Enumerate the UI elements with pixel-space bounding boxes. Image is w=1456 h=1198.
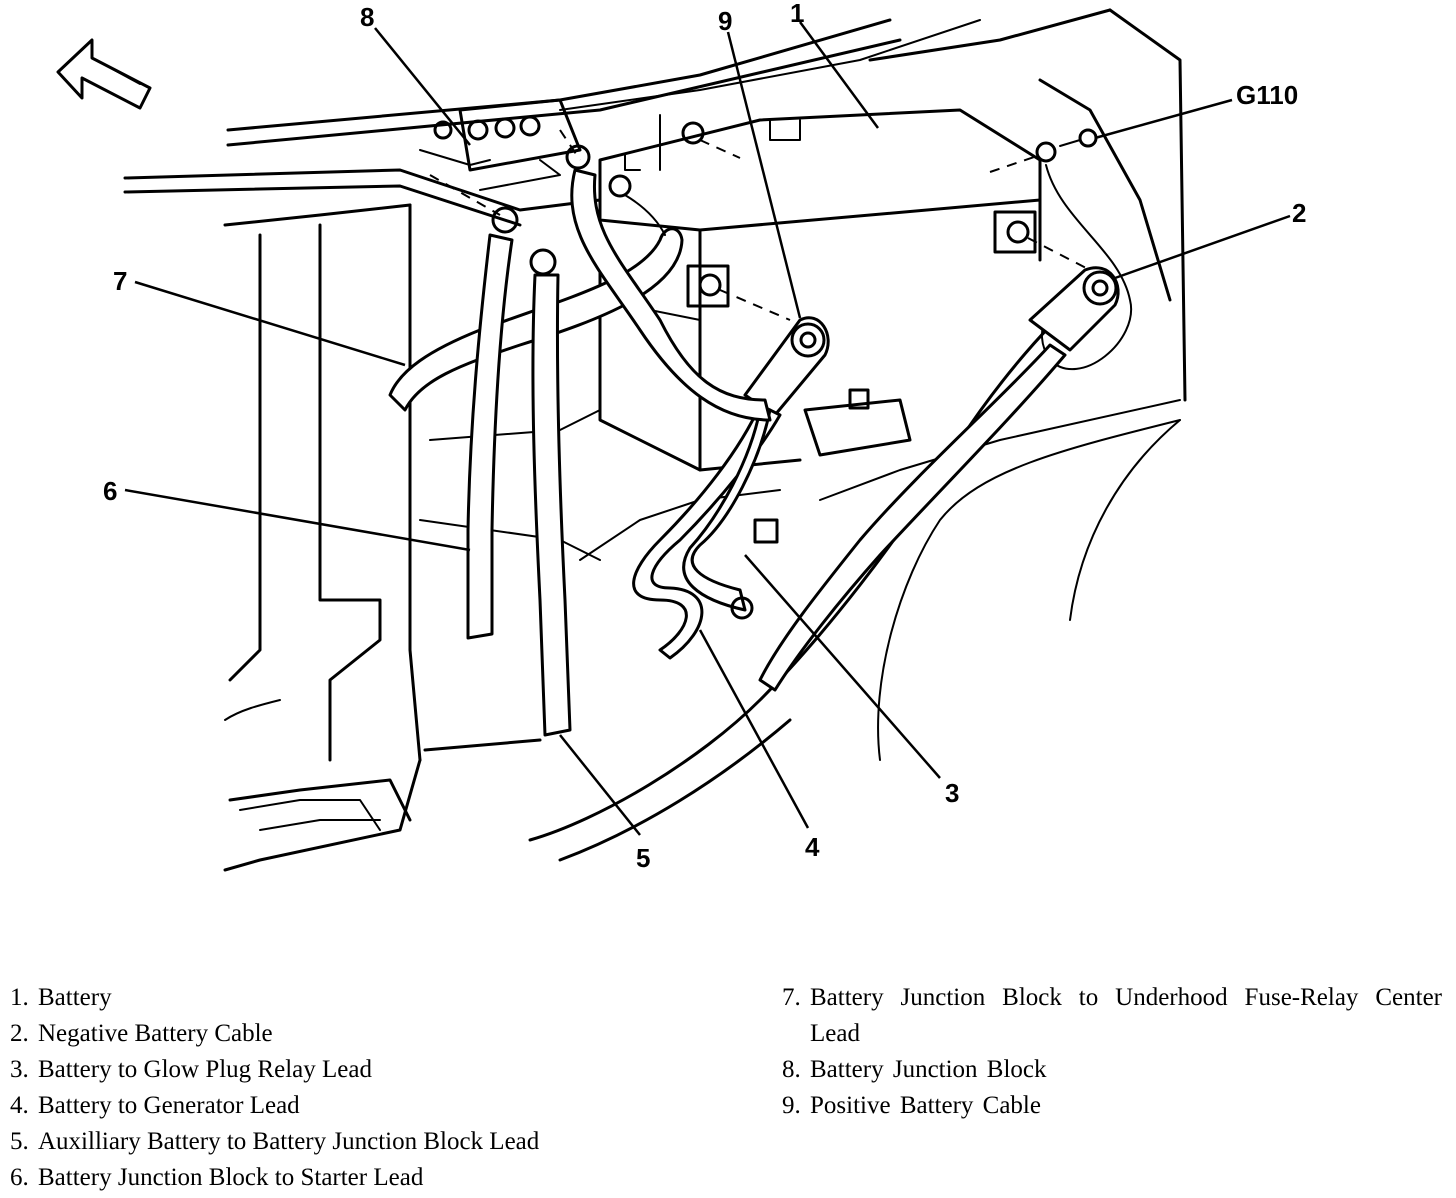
legend-item-6: 6.Battery Junction Block to Starter Lead xyxy=(10,1164,424,1191)
callout-8: 8 xyxy=(360,2,374,32)
legend-item-7: 7.Battery Junction Block to Underhood Fu… xyxy=(782,984,1442,1047)
legend-item-9: 9.Positive Battery Cable xyxy=(782,1092,1041,1119)
battery-mounting-bolts xyxy=(659,114,1091,321)
legend-item-4: 4.Battery to Generator Lead xyxy=(10,1092,300,1119)
legend-item-2: 2.Negative Battery Cable xyxy=(10,1020,273,1047)
callout-5: 5 xyxy=(636,843,650,873)
callout-2: 2 xyxy=(1292,198,1306,228)
callout-1: 1 xyxy=(790,0,804,28)
legend-item-3: 3.Battery to Glow Plug Relay Lead xyxy=(10,1056,372,1083)
battery-cable-diagram: 8 9 1 G110 2 7 6 3 4 5 xyxy=(56,0,1306,873)
starter-lead xyxy=(466,206,519,640)
junction-block-to-battery-cable xyxy=(565,144,772,422)
negative-battery-cable xyxy=(758,266,1120,692)
battery xyxy=(598,108,1042,472)
battery-junction-block xyxy=(419,98,582,216)
callout-labels: 8 9 1 G110 2 7 6 3 4 5 xyxy=(103,0,1306,873)
vehicle-body-outline xyxy=(123,8,1187,872)
callout-6: 6 xyxy=(103,476,117,506)
callout-3: 3 xyxy=(945,778,959,808)
relay-bracket xyxy=(803,388,912,457)
callout-g110: G110 xyxy=(1236,80,1298,110)
callout-4: 4 xyxy=(805,832,820,862)
legend: 1.Battery 2.Negative Battery Cable 3.Bat… xyxy=(0,980,1456,1198)
callout-7: 7 xyxy=(113,266,127,296)
legend-item-1: 1.Battery xyxy=(10,984,112,1011)
callout-9: 9 xyxy=(718,6,732,36)
legend-item-8: 8.Battery Junction Block xyxy=(782,1056,1047,1083)
legend-item-5: 5.Auxilliary Battery to Battery Junction… xyxy=(10,1128,540,1155)
auxiliary-battery-lead xyxy=(529,248,572,737)
legend-column-left: 1.Battery 2.Negative Battery Cable 3.Bat… xyxy=(10,980,750,1196)
forward-arrow-icon xyxy=(56,38,152,110)
positive-battery-cable xyxy=(632,316,830,660)
legend-column-right: 7.Battery Junction Block to Underhood Fu… xyxy=(782,980,1442,1124)
callout-leaders xyxy=(124,21,1291,836)
